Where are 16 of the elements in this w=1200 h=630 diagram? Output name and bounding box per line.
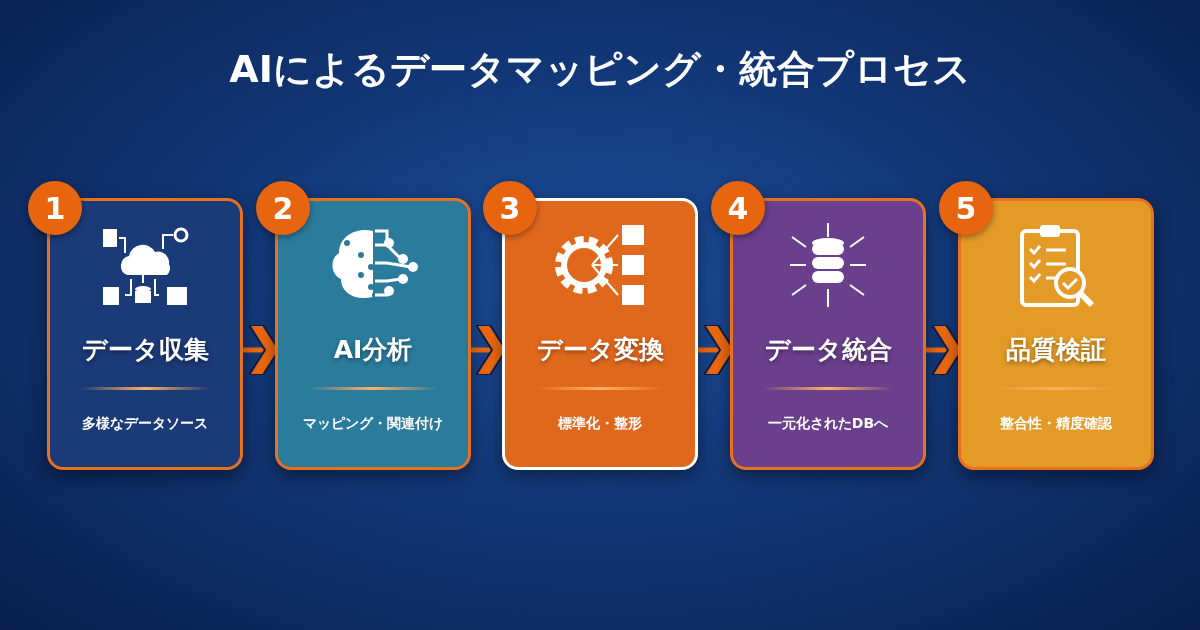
- step-description: 一元化されたDBへ: [766, 415, 890, 433]
- step-description: 標準化・整形: [557, 415, 643, 433]
- step-title: AI分析: [332, 334, 414, 366]
- step-number-badge: 4: [711, 181, 765, 235]
- step-title: 品質検証: [1005, 334, 1107, 366]
- step-number-badge: 1: [28, 181, 82, 235]
- diagram-title: AIによるデータマッピング・統合プロセス: [228, 46, 972, 93]
- step-number-badge: 2: [256, 181, 310, 235]
- step-title: データ変換: [535, 334, 665, 366]
- step-description: 整合性・精度確認: [999, 415, 1113, 433]
- step-number-badge: 5: [939, 181, 993, 235]
- step-number-badge: 3: [483, 181, 537, 235]
- step-title: データ統合: [763, 334, 893, 366]
- step-description: 多様なデータソース: [81, 415, 209, 433]
- step-title: データ収集: [80, 334, 210, 366]
- step-description: マッピング・関連付け: [302, 415, 444, 433]
